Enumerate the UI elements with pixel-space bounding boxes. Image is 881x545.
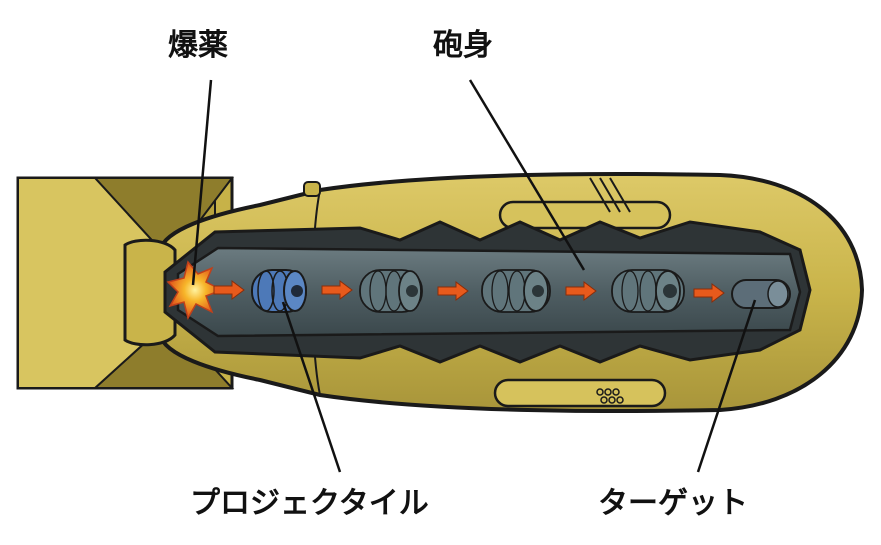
leader-lines [191,79,757,473]
arrow-1 [213,280,245,300]
target-cylinder [731,279,791,309]
motion-arrows [213,280,725,303]
label-barrel: 砲身 [433,28,493,63]
arrow-2 [321,280,353,300]
arrow-5 [693,283,725,303]
label-projectile: プロジェクタイル [190,486,429,521]
projectile-ghost-1 [359,269,423,313]
arrow-3 [437,281,469,301]
arrow-4 [565,281,597,301]
leader-barrel [468,79,586,271]
projectile-ghost-3 [611,269,685,313]
label-explosive: 爆薬 [168,28,228,63]
explosive-flash [166,260,224,320]
label-target: ターゲット [598,486,748,521]
leader-explosive [191,79,213,286]
leader-projectile [281,301,342,473]
projectile-ghost-2 [481,269,551,313]
leader-target [696,299,757,473]
projectile-active [251,269,307,313]
